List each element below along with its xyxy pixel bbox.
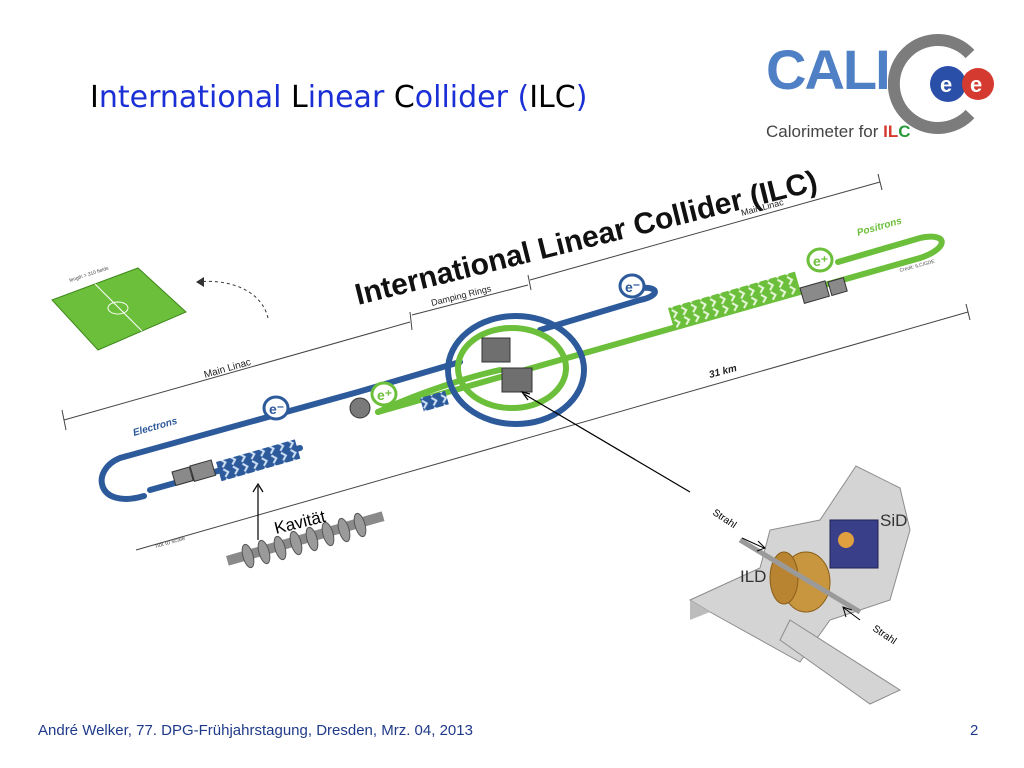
positron-linac (668, 271, 801, 330)
e-plus-badge-1: e⁺ (370, 381, 398, 407)
logo-ring-icon: e e (888, 34, 994, 134)
e-minus-badge-1: e⁻ (262, 395, 290, 421)
logo-subtitle-c: C (898, 122, 911, 141)
football-field: length > 310 fields (51, 265, 187, 351)
label-not-to-scale: not to scale (155, 536, 187, 550)
label-positrons: Positrons (856, 215, 904, 238)
label-beam-1: Strahl (710, 507, 738, 531)
detector-pointer-line (523, 393, 691, 493)
beam-arrow-1 (741, 537, 765, 549)
e-plus-label-2: e⁺ (813, 253, 828, 269)
rotate-arrow-icon (195, 280, 269, 319)
label-main-linac-left: Main Linac (203, 357, 253, 381)
title-part: ) (575, 80, 588, 115)
damping-ring (445, 313, 587, 427)
svg-text:e: e (940, 72, 952, 97)
svg-text:e: e (970, 72, 982, 97)
e-minus-badge-2: e⁻ (618, 273, 646, 299)
title-part: I (90, 80, 99, 115)
beam-boxes (171, 276, 848, 487)
logo-subtitle-prefix: Calorimeter for (766, 122, 884, 141)
page-number: 2 (970, 722, 979, 739)
logo-wordmark: CALI (766, 38, 891, 101)
footer: André Welker, 77. DPG-Frühjahrstagung, D… (38, 722, 473, 739)
label-length: 31 km (708, 363, 738, 381)
logo-subtitle-il: IL (883, 122, 899, 141)
title-part: L (291, 80, 308, 115)
e-minus-label-2: e⁻ (625, 279, 640, 295)
label-sid: SiD (880, 511, 907, 530)
calice-logo: CALI e e Calorimeter for ILC (760, 32, 1000, 142)
label-ild: ILD (740, 567, 766, 586)
electron-linac-short (420, 390, 449, 412)
beam-arrow-2 (843, 607, 861, 621)
title-part: C (393, 80, 415, 115)
dimension-lines (61, 173, 971, 551)
cavity-icon (225, 511, 385, 569)
e-plus-label-1: e⁺ (377, 387, 392, 403)
label-electrons: Electrons (132, 416, 179, 439)
e-plus-badge-2: e⁺ (806, 247, 834, 273)
positron-beamline (375, 233, 945, 415)
source-cylinder-icon (349, 397, 371, 419)
slide-title: International Linear Collider (ILC) (90, 80, 587, 115)
detector-hall (688, 465, 911, 705)
title-part: inear (307, 80, 394, 115)
title-part: ILC (529, 80, 576, 115)
title-part: nternational (98, 80, 292, 115)
label-beam-2: Strahl (870, 623, 898, 647)
electron-linac (216, 439, 301, 482)
logo-subtitle: Calorimeter for ILC (766, 122, 911, 142)
title-part: ollider ( (414, 80, 530, 115)
e-minus-label-1: e⁻ (269, 401, 284, 417)
